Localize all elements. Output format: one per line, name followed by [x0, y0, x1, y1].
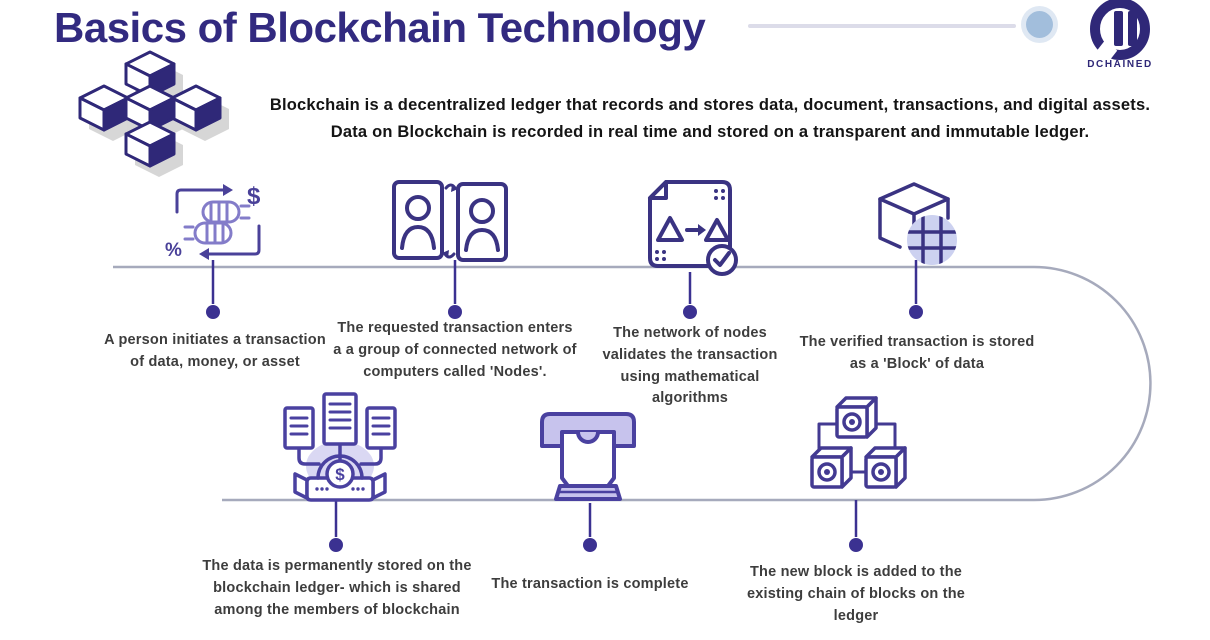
step-2-text: The requested transaction enters a a gro…: [333, 320, 577, 380]
timeline-path: [113, 265, 1152, 502]
step-4-text: The verified transaction is stored as a …: [799, 334, 1035, 372]
block-cube-icon: [878, 182, 957, 265]
page-title: Basics of Blockchain Technology: [54, 4, 706, 51]
brand-name: DCHAINED: [1087, 59, 1153, 70]
blockchain-cubes-cluster-icon: [78, 50, 229, 177]
title-rule: [748, 24, 1016, 28]
transaction-complete-icon: [540, 412, 636, 501]
svg-text:$: $: [247, 183, 261, 210]
intro-paragraph: Blockchain is a decentralized ledger tha…: [269, 96, 1151, 141]
dchained-d-logo-icon: [1090, 0, 1150, 62]
step-3-text: The network of nodes validates the trans…: [602, 325, 778, 407]
step-6-text: The transaction is complete: [491, 576, 689, 592]
svg-text:$: $: [335, 465, 345, 484]
initiate-transaction-icon: $ %: [165, 183, 261, 261]
step-7-text: The new block is added to the existing c…: [746, 564, 966, 624]
step-5-text: The data is permanently stored on the bl…: [202, 558, 472, 618]
accent-dot: [1026, 11, 1053, 38]
svg-text:%: %: [165, 240, 182, 261]
ledger-storage-icon: $: [283, 392, 397, 502]
validation-document-icon: [648, 180, 738, 276]
connected-nodes-cards-icon: [392, 180, 508, 262]
brand-logo: DCHAINED: [1072, 0, 1168, 70]
step-connectors: [211, 260, 918, 537]
step-node-dots: [206, 305, 923, 552]
step-1-text: A person initiates a transaction of data…: [104, 332, 326, 370]
chain-of-blocks-icon: [810, 396, 907, 489]
